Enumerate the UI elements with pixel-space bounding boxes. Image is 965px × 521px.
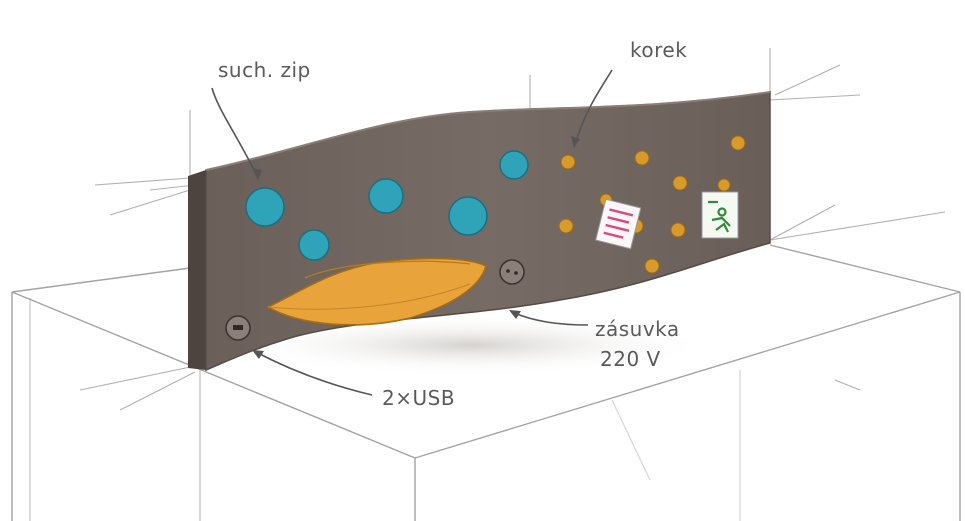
magnet <box>449 197 487 235</box>
cork-pin <box>673 176 687 190</box>
label-zasuvka: zásuvka <box>595 317 680 341</box>
magnet <box>299 230 329 260</box>
pinned-note-green <box>702 192 738 238</box>
cork-pin <box>731 136 745 150</box>
magnet <box>369 179 403 213</box>
label-korek: korek <box>630 38 687 62</box>
cork-pin <box>635 151 649 165</box>
cork-pin <box>718 179 730 191</box>
magnet <box>246 188 284 226</box>
usb-socket <box>226 316 250 340</box>
label-220v: 220 V <box>600 347 661 371</box>
cork-pin <box>671 223 685 237</box>
cork-pin <box>645 259 659 273</box>
cork-pin <box>561 155 575 169</box>
power-socket-220v <box>500 260 524 284</box>
magnet <box>500 151 528 179</box>
panel-side-edge <box>188 170 206 370</box>
cork-pin <box>559 219 573 233</box>
label-usb: 2×USB <box>382 386 455 410</box>
label-such-zip: such. zip <box>218 58 311 82</box>
